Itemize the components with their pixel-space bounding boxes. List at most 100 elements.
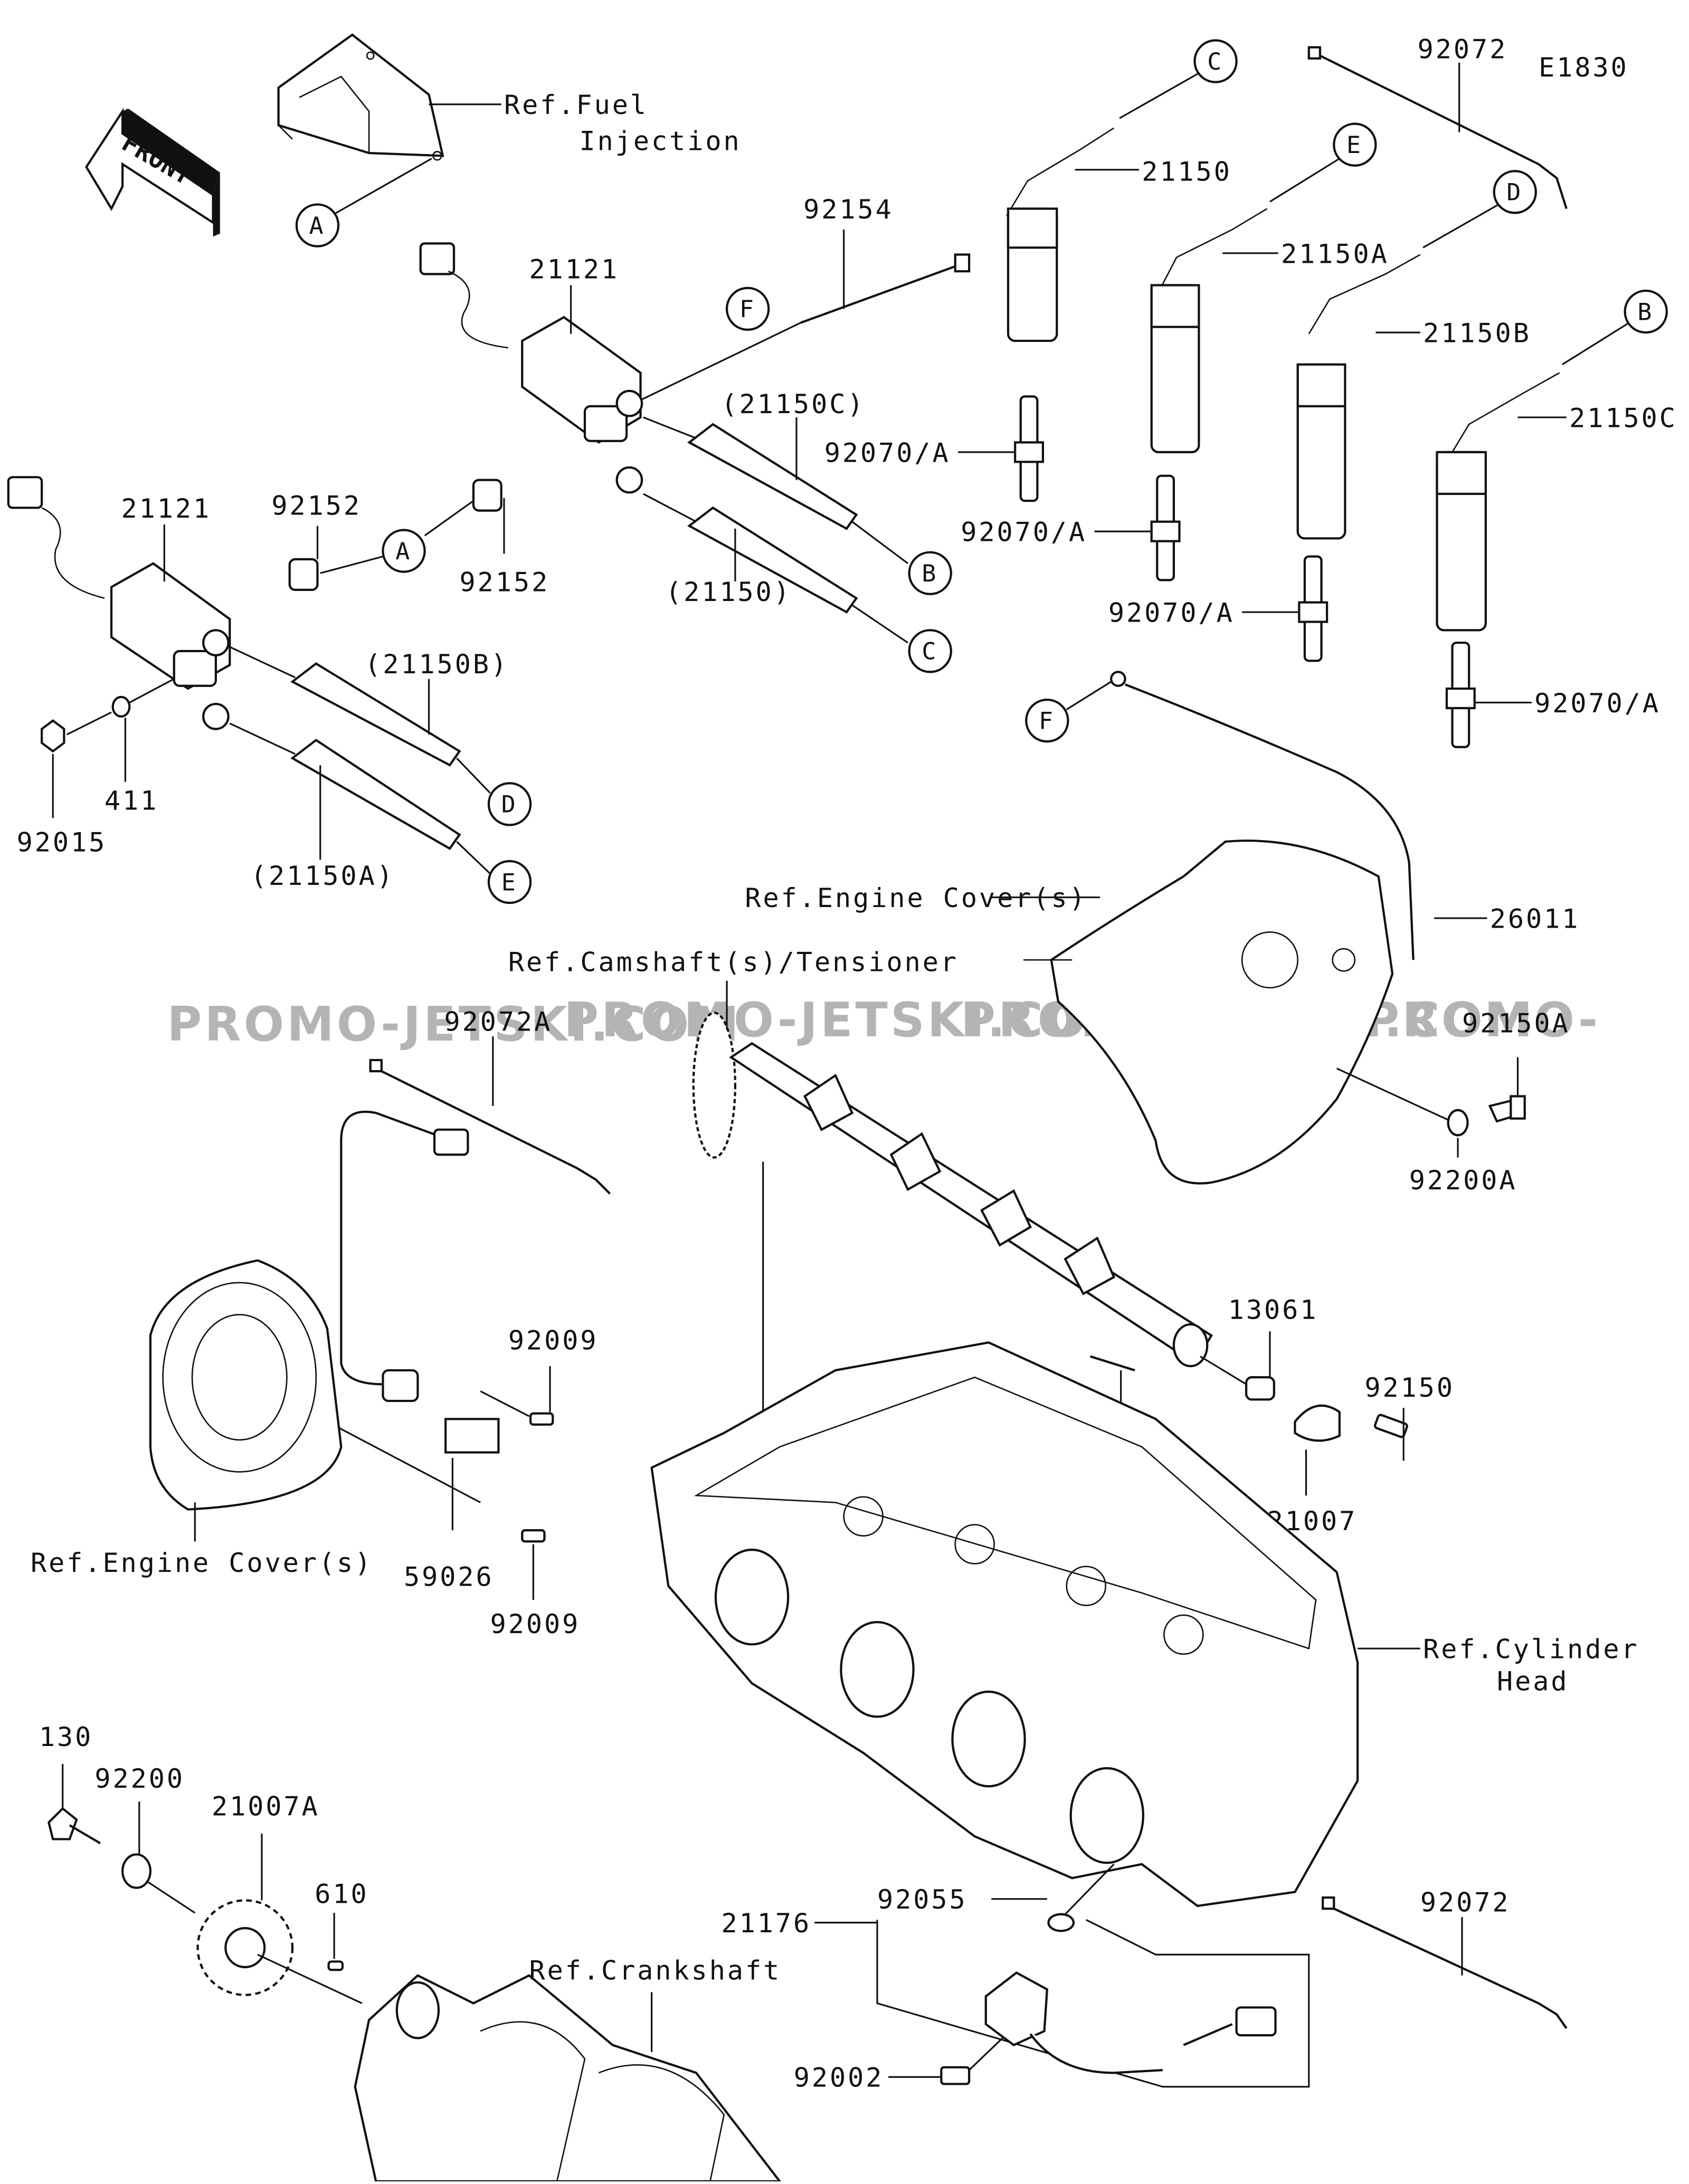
front-arrow-icon: FRONT — [85, 107, 220, 237]
watermark-text: PROMO-JETSKI.COM — [167, 997, 742, 1052]
connector-callout-c-top: C — [1193, 39, 1238, 83]
watermark-row: PROMO-JETSKI.COM PROMO-JETSKI.COM PROMO-… — [167, 993, 1600, 1052]
washer-411: 411 — [105, 678, 175, 816]
part-label: (21150B) — [365, 648, 509, 680]
nut-92015: 92015 — [17, 711, 112, 858]
part-label: 92070/A — [1108, 597, 1235, 628]
diagram-code: E1830 — [1539, 52, 1629, 83]
pin-610: 610 — [315, 1878, 368, 1971]
camshaft: Ref.Camshaft(s)/Tensioner — [508, 946, 1213, 1510]
part-label: 92070/A — [961, 517, 1087, 548]
coil-boot-21150b: (21150B) — [229, 646, 509, 794]
collar-13061: 13061 — [1200, 1294, 1318, 1401]
bolt-92150a: 92150A — [1462, 1007, 1570, 1123]
part-label: 92152 — [271, 490, 362, 521]
part-label: 21007A — [212, 1791, 320, 1822]
part-label: 92055 — [877, 1884, 967, 1915]
part-label: 610 — [315, 1878, 368, 1910]
part-label: 21150C — [1569, 402, 1677, 433]
engine-cover-left: Ref.Engine Cover(s) — [31, 1259, 371, 1578]
part-label: 92072 — [1420, 1887, 1511, 1918]
washer-92200a: 92200A — [1336, 1067, 1517, 1196]
cable-tie-bottom: 92072 — [1322, 1887, 1568, 2029]
spark-plug-2: 92070/A — [961, 474, 1181, 581]
spark-plug-4: 92070/A — [1445, 641, 1660, 748]
cylinder-head: Ref.Cylinder Head — [650, 1341, 1639, 1908]
screw-92009-lower: 92009 — [490, 1529, 581, 1639]
connector-callout-d-coil: D — [487, 782, 532, 826]
ref-cylinder-head-label-2: Head — [1497, 1665, 1569, 1696]
part-label: 92009 — [508, 1324, 599, 1356]
part-label: 21121 — [121, 493, 212, 524]
watermark-text: PROMO- — [1364, 993, 1600, 1048]
part-label: 92002 — [794, 2062, 884, 2093]
watermark-text: PROMO-JETSKI.COM — [564, 993, 1138, 1048]
ref-camshaft-label: Ref.Camshaft(s)/Tensioner — [508, 946, 959, 977]
ignition-coil-upper: 21121 — [419, 242, 643, 494]
plug-cap-21150: 21150 — [1006, 71, 1230, 342]
spark-plug-1: 92070/A — [824, 395, 1045, 502]
connector-letter: E — [1346, 131, 1361, 159]
plug-cap-21150b: 21150B — [1296, 202, 1529, 540]
part-label: 92150A — [1462, 1007, 1570, 1038]
connector-letter: D — [501, 790, 516, 818]
washer-92200: 92200 — [94, 1763, 196, 1914]
part-label: 92150 — [1364, 1372, 1455, 1403]
connector-callout-e-top: E — [1333, 122, 1377, 167]
part-label: 92070/A — [1534, 688, 1660, 719]
coil-boot-21150a: (21150A) — [229, 722, 491, 891]
connector-callout-e-coil: E — [487, 860, 532, 904]
part-label: (21150A) — [251, 860, 395, 891]
part-label: 92009 — [490, 1608, 581, 1639]
ref-cylinder-head-label: Ref.Cylinder — [1423, 1634, 1639, 1665]
coil-boot-21150: (21150) — [643, 493, 908, 644]
connector-callout-b-coil: B — [908, 551, 952, 595]
connector-letter: C — [1207, 47, 1221, 75]
connector-letter: E — [501, 868, 516, 896]
connector-letter: A — [309, 212, 324, 240]
ref-crankshaft-label: Ref.Crankshaft — [529, 1955, 781, 1986]
bolt-92002: 92002 — [794, 2037, 1003, 2093]
harness-59026: 59026 — [282, 1110, 500, 1592]
screw-92009-upper: 92009 — [480, 1324, 599, 1426]
crankshaft: Ref.Crankshaft — [354, 1955, 782, 2183]
part-label: 92072 — [1418, 34, 1508, 65]
connector-letter: B — [922, 559, 936, 587]
plug-cap-21150a: 21150A — [1150, 158, 1389, 453]
plug-cap-21150c: 21150C — [1436, 322, 1677, 632]
connector-callout-c-coil: C — [908, 629, 952, 673]
rotor-21007: 21007 — [1267, 1404, 1355, 1537]
part-label: 13061 — [1228, 1294, 1318, 1325]
ref-fuel-injection-label: Ref.Fuel — [504, 89, 648, 120]
connector-callout-b-top: B — [1624, 289, 1668, 334]
part-label: 92200A — [1409, 1165, 1517, 1196]
part-label: 92072A — [444, 1006, 553, 1037]
timing-rotor-21007a: 21007A — [196, 1791, 363, 2004]
bolt-130: 130 — [39, 1721, 101, 1845]
collar-92152-left: 92152 — [271, 490, 383, 591]
ignition-coil-lower: 21121 — [7, 476, 231, 730]
cable-tie-top: 92072 — [1307, 34, 1568, 209]
connector-letter: C — [922, 637, 936, 665]
bolt-92154: 92154 — [633, 194, 971, 405]
connector-letter: F — [739, 295, 754, 323]
part-label: 59026 — [404, 1561, 494, 1592]
connector-callout-a: A — [295, 203, 340, 247]
part-label: 92015 — [17, 827, 107, 858]
spark-plug-3: 92070/A — [1108, 555, 1329, 662]
part-label: 21150A — [1281, 238, 1389, 269]
part-label: 411 — [105, 785, 158, 816]
part-label: 21176 — [722, 1908, 812, 1939]
part-label: 130 — [39, 1721, 93, 1752]
fuel-injection-bracket: Ref.Fuel Injection — [277, 33, 739, 217]
part-label: 92152 — [460, 567, 550, 598]
part-label: 92200 — [94, 1763, 185, 1794]
collar-92152-right: 92152 — [424, 479, 550, 598]
bolt-92150: 92150 — [1364, 1372, 1455, 1461]
o-ring-92055: 92055 — [877, 1863, 1115, 1932]
coil-boot-21150c: (21150C) — [643, 388, 908, 565]
part-label: (21150C) — [722, 388, 866, 419]
part-label: 21121 — [529, 253, 619, 284]
